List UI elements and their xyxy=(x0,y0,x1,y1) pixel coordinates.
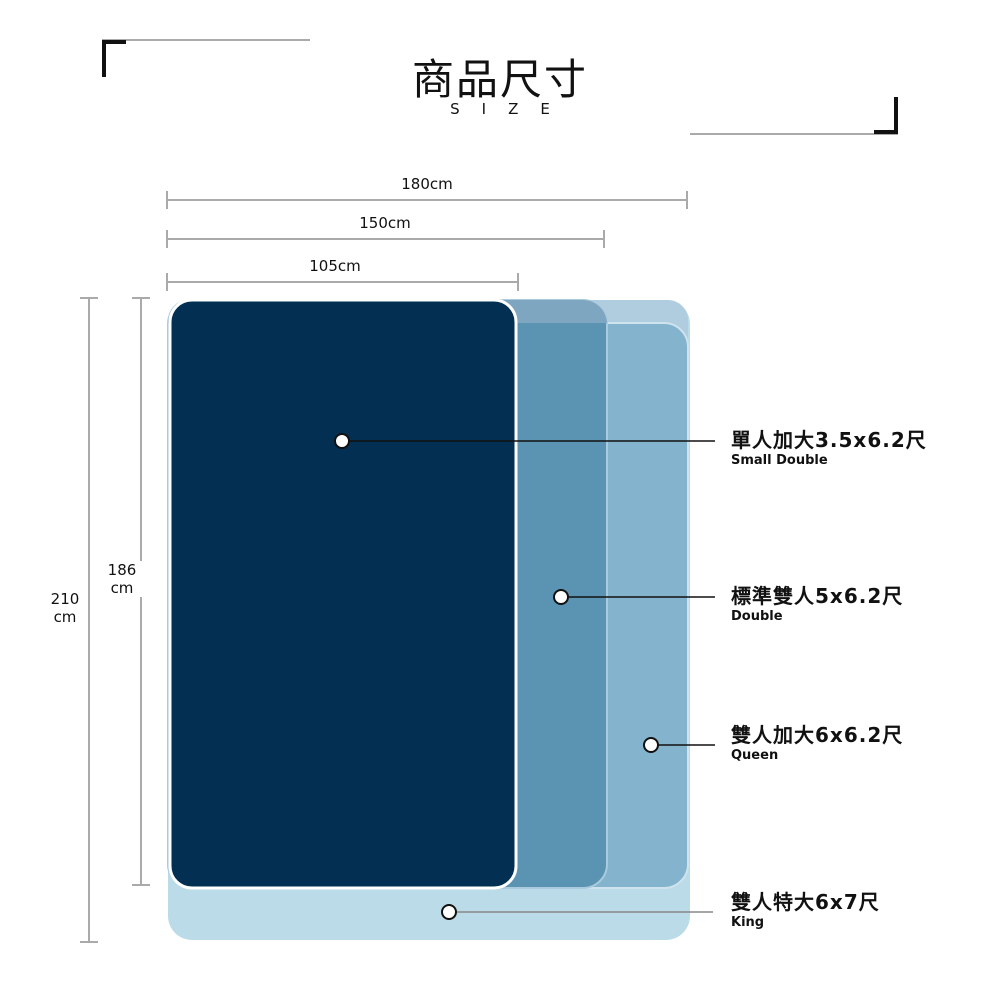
width-150-label: 150cm xyxy=(359,214,411,232)
height-210-unit: cm xyxy=(53,608,77,626)
size-english: King xyxy=(731,915,765,930)
size-english: Queen xyxy=(731,748,779,763)
height-210-value: 210 xyxy=(50,590,80,608)
pointer-king xyxy=(441,904,713,920)
small-double-mattress xyxy=(168,298,518,890)
height-186-unit: cm xyxy=(110,579,134,597)
corner-frame-bottom-right xyxy=(690,97,898,135)
size-name: 雙人加大6x6.2尺 xyxy=(731,723,904,747)
size-name: 雙人特大6x7尺 xyxy=(731,890,880,914)
page-subtitle: SIZE xyxy=(450,100,572,118)
size-name: 單人加大3.5x6.2尺 xyxy=(731,428,927,452)
page-title: 商品尺寸 xyxy=(411,55,588,104)
pointer-queen xyxy=(643,737,715,753)
width-180-label: 180cm xyxy=(401,175,453,193)
height-186-value: 186 xyxy=(107,561,137,579)
size-english: Double xyxy=(731,609,783,624)
pointer-small-double xyxy=(334,433,715,449)
pointer-double xyxy=(553,589,715,605)
size-english: Small Double xyxy=(731,453,828,468)
width-105-label: 105cm xyxy=(309,257,361,275)
corner-frame-top-left xyxy=(102,39,310,77)
size-name: 標準雙人5x6.2尺 xyxy=(731,584,904,608)
